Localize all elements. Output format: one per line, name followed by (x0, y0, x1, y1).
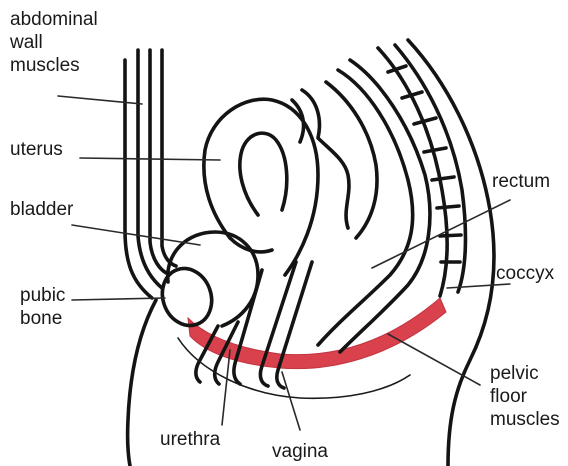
label-bladder: bladder (10, 198, 73, 221)
leader-abdominal-wall (58, 96, 142, 104)
spine-outer (378, 48, 447, 296)
bladder-shape (168, 232, 258, 326)
rectum-wall (326, 82, 377, 238)
label-urethra: urethra (160, 428, 220, 451)
label-uterus: uterus (10, 138, 63, 161)
uterus-fold (230, 238, 272, 252)
abdominal-wall-line-3 (150, 50, 168, 274)
body-back-outline (408, 40, 494, 466)
label-vagina: vagina (272, 440, 328, 463)
leader-bladder (72, 225, 200, 245)
leader-urethra (222, 350, 230, 425)
label-pelvic-floor-muscles: pelvic floor muscles (490, 362, 560, 431)
intestine-outline-2 (292, 100, 304, 142)
leader-vagina (282, 372, 300, 430)
label-coccyx: coccyx (496, 262, 554, 285)
pelvic-floor-muscle-band (188, 298, 446, 369)
intestine-outline (302, 90, 349, 228)
leader-pubic-bone (72, 298, 165, 300)
body-front-outline (128, 300, 156, 466)
leader-rectum (372, 200, 510, 268)
abdominal-wall-line-4 (162, 50, 176, 266)
vagina-front (234, 270, 262, 384)
uterus-outer (204, 99, 318, 275)
leader-uterus (80, 158, 220, 160)
label-pubic-bone: pubic bone (20, 284, 65, 330)
leader-pelvic-floor (388, 334, 480, 385)
label-rectum: rectum (492, 170, 550, 193)
label-abdominal-wall-muscles: abdominal wall muscles (10, 8, 98, 77)
uterus-inner (240, 133, 287, 215)
rectum-outer (318, 70, 413, 345)
